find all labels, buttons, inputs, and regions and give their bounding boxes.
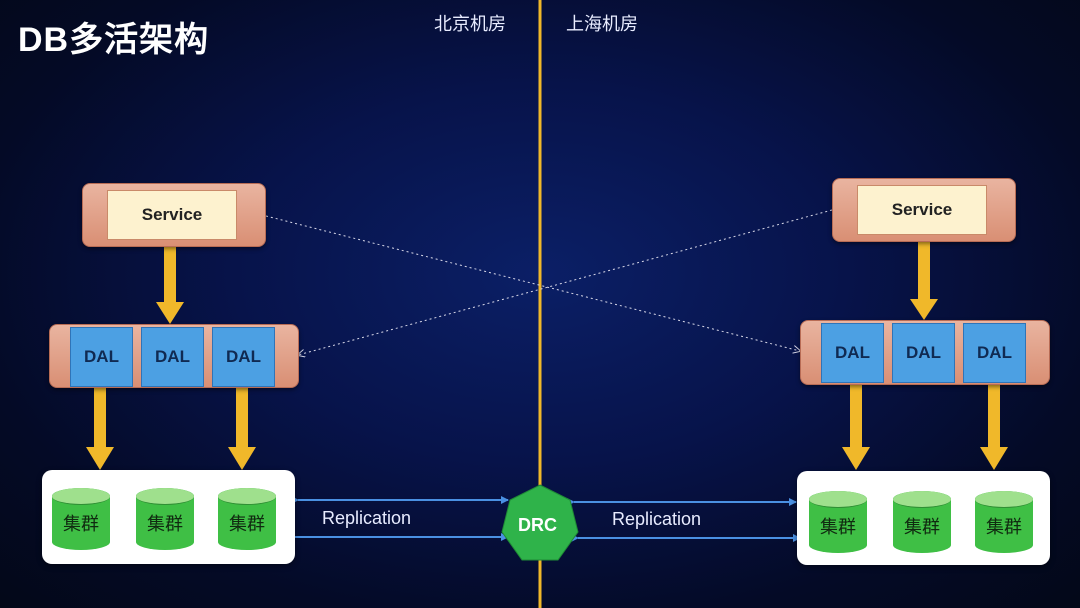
service-panel-left: Service [82,183,266,247]
cluster-cylinder: 集群 [218,488,276,550]
cluster-cylinder: 集群 [52,488,110,550]
cluster-label: 集群 [986,517,1022,537]
shanghai-datacenter-label: 上海机房 [566,14,638,34]
arrow-dal-to-cluster-right-2 [980,384,1008,470]
arrow-dal-to-cluster-left-2 [228,387,256,470]
cluster-cylinder: 集群 [809,491,867,553]
drc-label: DRC [518,515,557,535]
dal-panel-left: DAL DAL DAL [49,324,299,388]
replication-label-right: Replication [612,509,702,529]
service-panel-right: Service [832,178,1016,242]
cluster-cylinder: 集群 [893,491,951,553]
cluster-label: 集群 [229,514,265,534]
cluster-box-left: 集群 集群 集群 [42,470,295,564]
diagram-title: DB多活架构 [18,21,210,59]
arrow-dal-to-cluster-left-1 [86,387,114,470]
service-box-left: Service [107,190,237,240]
dal-box: DAL [70,327,133,387]
drc-node [501,484,579,561]
dal-box: DAL [212,327,275,387]
cluster-label: 集群 [904,517,940,537]
cluster-label: 集群 [63,514,99,534]
arrow-service-to-dal-left [156,246,184,324]
cluster-label: 集群 [820,517,856,537]
cluster-box-right: 集群 集群 集群 [797,471,1050,565]
beijing-datacenter-label: 北京机房 [434,14,506,34]
cluster-cylinder: 集群 [136,488,194,550]
arrow-service-to-dal-right [910,241,938,320]
arrow-dal-to-cluster-right-1 [842,384,870,470]
cluster-cylinder: 集群 [975,491,1033,553]
cluster-label: 集群 [147,514,183,534]
dal-box: DAL [141,327,204,387]
dal-panel-right: DAL DAL DAL [800,320,1050,385]
dal-box: DAL [963,323,1026,383]
replication-label-left: Replication [322,508,412,528]
dal-box: DAL [892,323,955,383]
cross-link-sh-to-bj [298,209,833,355]
service-box-right: Service [857,185,987,235]
dal-box: DAL [821,323,884,383]
cross-link-bj-to-sh [265,215,800,351]
